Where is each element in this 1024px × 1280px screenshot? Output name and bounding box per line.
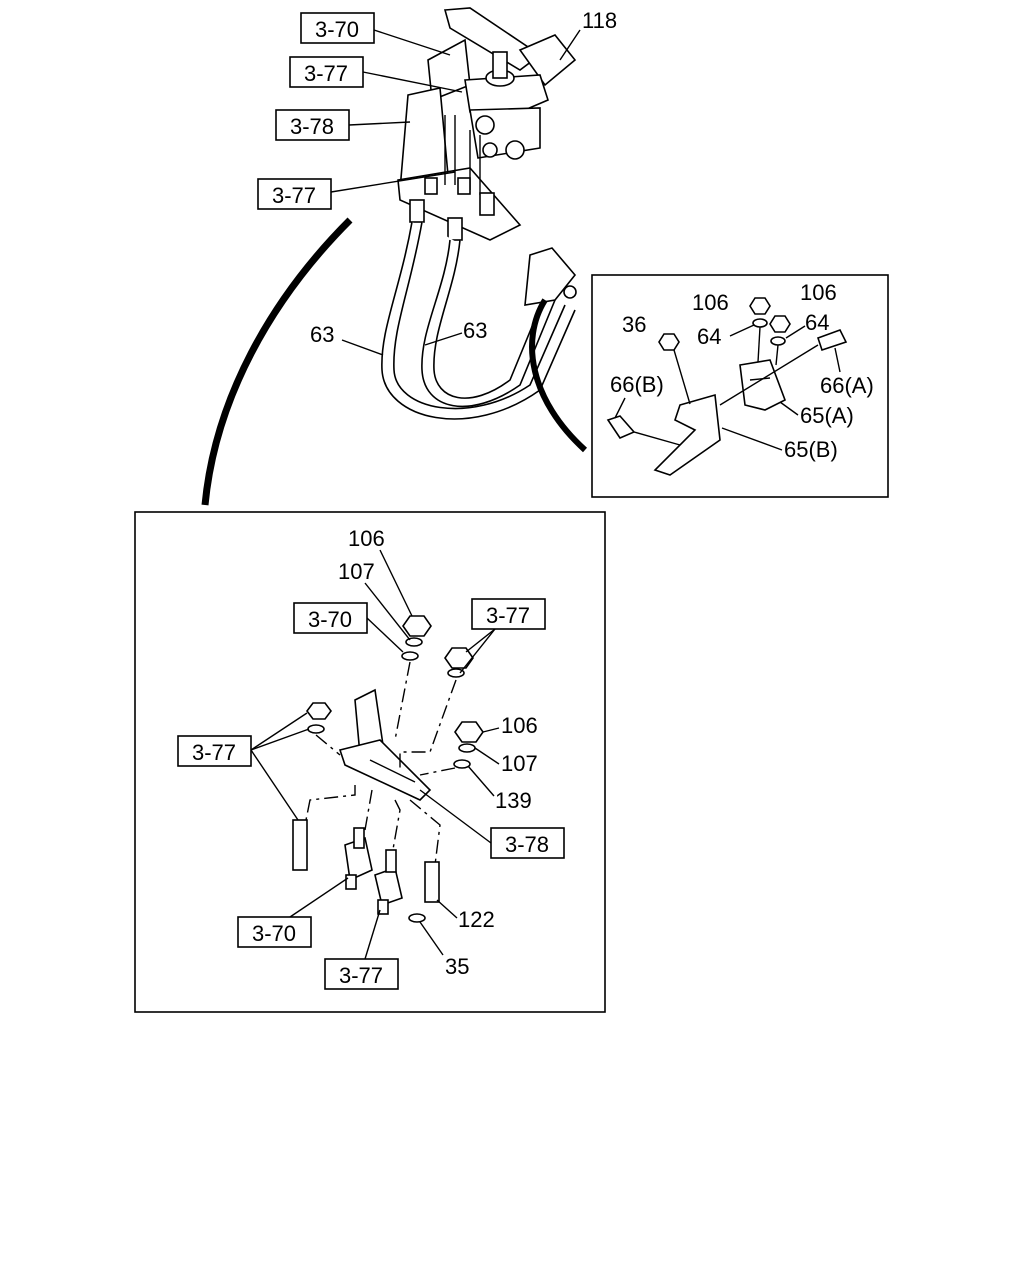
callout-107-mid: 107 [501, 751, 538, 776]
callout-139: 139 [495, 788, 532, 813]
callout-64-a: 64 [697, 324, 721, 349]
ref-label: 3-77 [304, 61, 348, 86]
ref-label: 3-70 [308, 607, 352, 632]
ref-box-bottom-3-78: 3-78 [490, 827, 565, 859]
callout-63-left: 63 [310, 322, 334, 347]
callout-66a: 66(A) [820, 373, 874, 398]
callout-107-top: 107 [338, 559, 375, 584]
ref-box-top-3-77-b: 3-77 [257, 178, 332, 210]
ref-box-bottom-3-77-b: 3-77 [177, 735, 252, 767]
leader-arc-right [529, 298, 588, 453]
callout-35: 35 [445, 954, 469, 979]
fitting-drawing-bottom [292, 615, 484, 923]
ref-label: 3-70 [252, 921, 296, 946]
callout-106-mid: 106 [501, 713, 538, 738]
ref-box-bottom-3-70-a: 3-70 [293, 602, 368, 634]
callout-106-top: 106 [348, 526, 385, 551]
callout-36: 36 [622, 312, 646, 337]
inset-box-right [591, 274, 889, 498]
callout-66b: 66(B) [610, 372, 664, 397]
ref-label: 3-70 [315, 17, 359, 42]
callout-122: 122 [458, 907, 495, 932]
ref-box-bottom-3-77-c: 3-77 [324, 958, 399, 990]
callout-65a: 65(A) [800, 403, 854, 428]
callout-106-a: 106 [692, 290, 729, 315]
valve-assembly-drawing [381, 7, 577, 420]
callout-106-b: 106 [800, 280, 837, 305]
ref-box-top-3-77-a: 3-77 [289, 56, 364, 88]
ref-label: 3-77 [486, 603, 530, 628]
callout-64-b: 64 [805, 310, 829, 335]
ref-label: 3-77 [192, 740, 236, 765]
ref-box-top-3-70: 3-70 [300, 12, 375, 44]
callout-65b: 65(B) [784, 437, 838, 462]
ref-label: 3-78 [290, 114, 334, 139]
callout-63-right: 63 [463, 318, 487, 343]
callout-118: 118 [582, 8, 617, 33]
ref-box-bottom-3-70-b: 3-70 [237, 916, 312, 948]
ref-box-top-3-78: 3-78 [275, 109, 350, 141]
bracket-drawing-right [606, 297, 848, 476]
ref-label: 3-77 [272, 183, 316, 208]
ref-label: 3-78 [505, 832, 549, 857]
ref-label: 3-77 [339, 963, 383, 988]
ref-box-bottom-3-77-a: 3-77 [471, 598, 546, 630]
inset-box-bottom [134, 511, 606, 1013]
leader-arc-left [201, 217, 353, 506]
